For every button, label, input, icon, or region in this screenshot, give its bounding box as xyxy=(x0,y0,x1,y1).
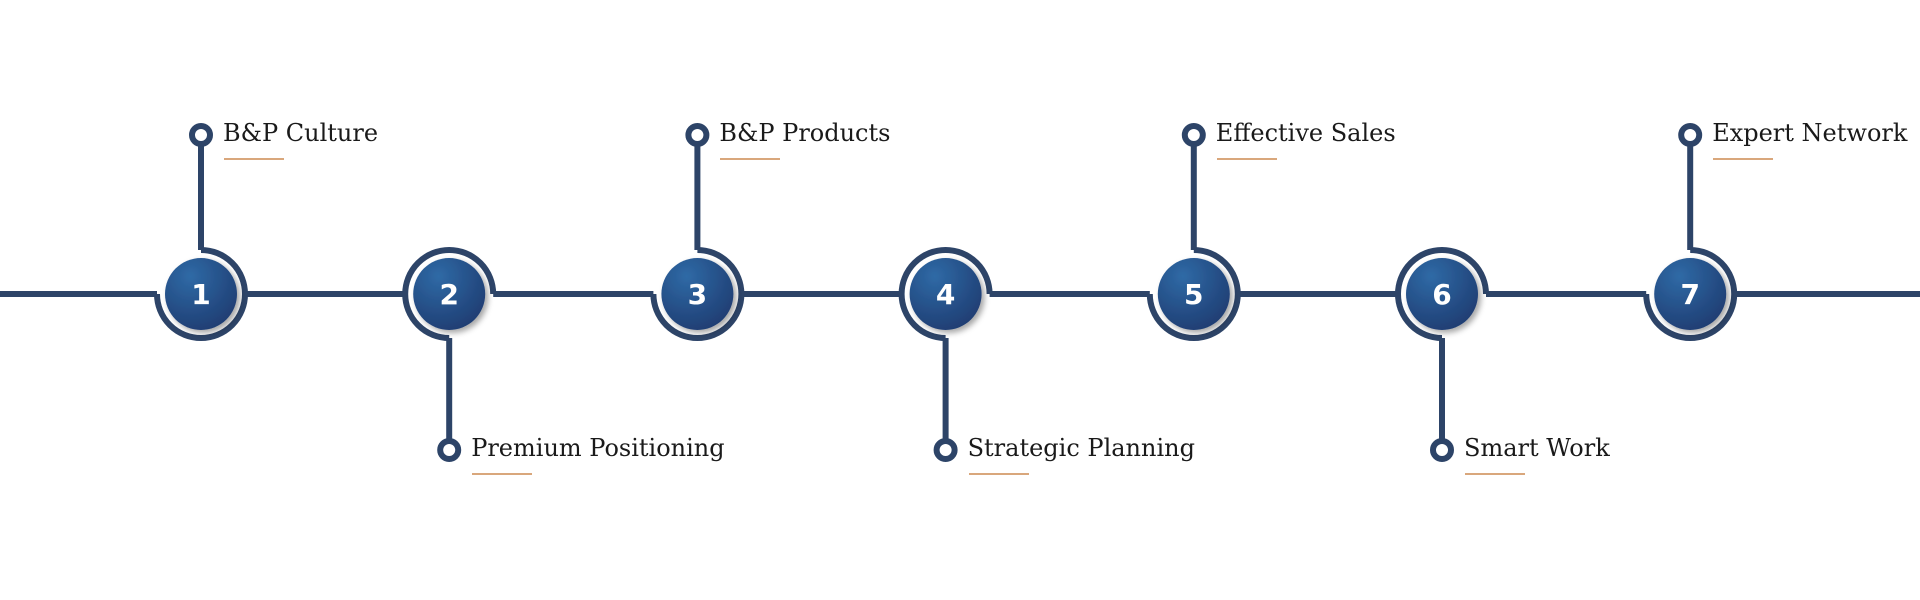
pin-icon xyxy=(189,123,213,147)
step-number: 4 xyxy=(936,278,955,311)
step-node-1 xyxy=(165,258,237,330)
pin-icon xyxy=(1678,123,1703,147)
step-number: 5 xyxy=(1184,278,1203,311)
pin-icon xyxy=(1430,438,1454,462)
step-number: 6 xyxy=(1432,278,1451,311)
label-underline xyxy=(224,158,284,160)
step-label: B&P Products xyxy=(719,119,891,147)
step-label: Strategic Planning xyxy=(967,434,1195,462)
pin-icon xyxy=(685,123,710,147)
node-ring xyxy=(1395,247,1489,341)
step-label: Premium Positioning xyxy=(471,434,725,462)
step-label: Smart Work xyxy=(1464,434,1610,462)
node-ring xyxy=(154,247,248,341)
node-ring xyxy=(1643,247,1738,341)
step-label: Effective Sales xyxy=(1215,119,1396,147)
step-number: 7 xyxy=(1680,278,1699,311)
label-underline xyxy=(968,473,1029,475)
label-underline xyxy=(472,473,533,475)
step-number: 1 xyxy=(191,278,210,311)
step-node-2 xyxy=(413,258,486,330)
step-node-7 xyxy=(1654,258,1727,330)
pin-icon xyxy=(933,438,958,462)
step-node-3 xyxy=(661,258,734,330)
step-node-4 xyxy=(909,258,982,330)
step-number: 3 xyxy=(688,278,707,311)
step-label: Expert Network xyxy=(1712,119,1908,147)
node-ring xyxy=(402,247,497,341)
label-underline xyxy=(1713,158,1774,160)
pin-icon xyxy=(437,438,462,462)
label-underline xyxy=(720,158,781,160)
step-node-6 xyxy=(1406,258,1478,330)
label-underline xyxy=(1216,158,1277,160)
node-ring xyxy=(650,247,745,341)
step-label: B&P Culture xyxy=(223,119,379,147)
node-ring xyxy=(898,247,993,341)
node-ring xyxy=(1146,247,1241,341)
step-number: 2 xyxy=(439,278,458,311)
pin-icon xyxy=(1181,123,1206,147)
step-node-5 xyxy=(1157,258,1230,330)
label-underline xyxy=(1465,473,1525,475)
